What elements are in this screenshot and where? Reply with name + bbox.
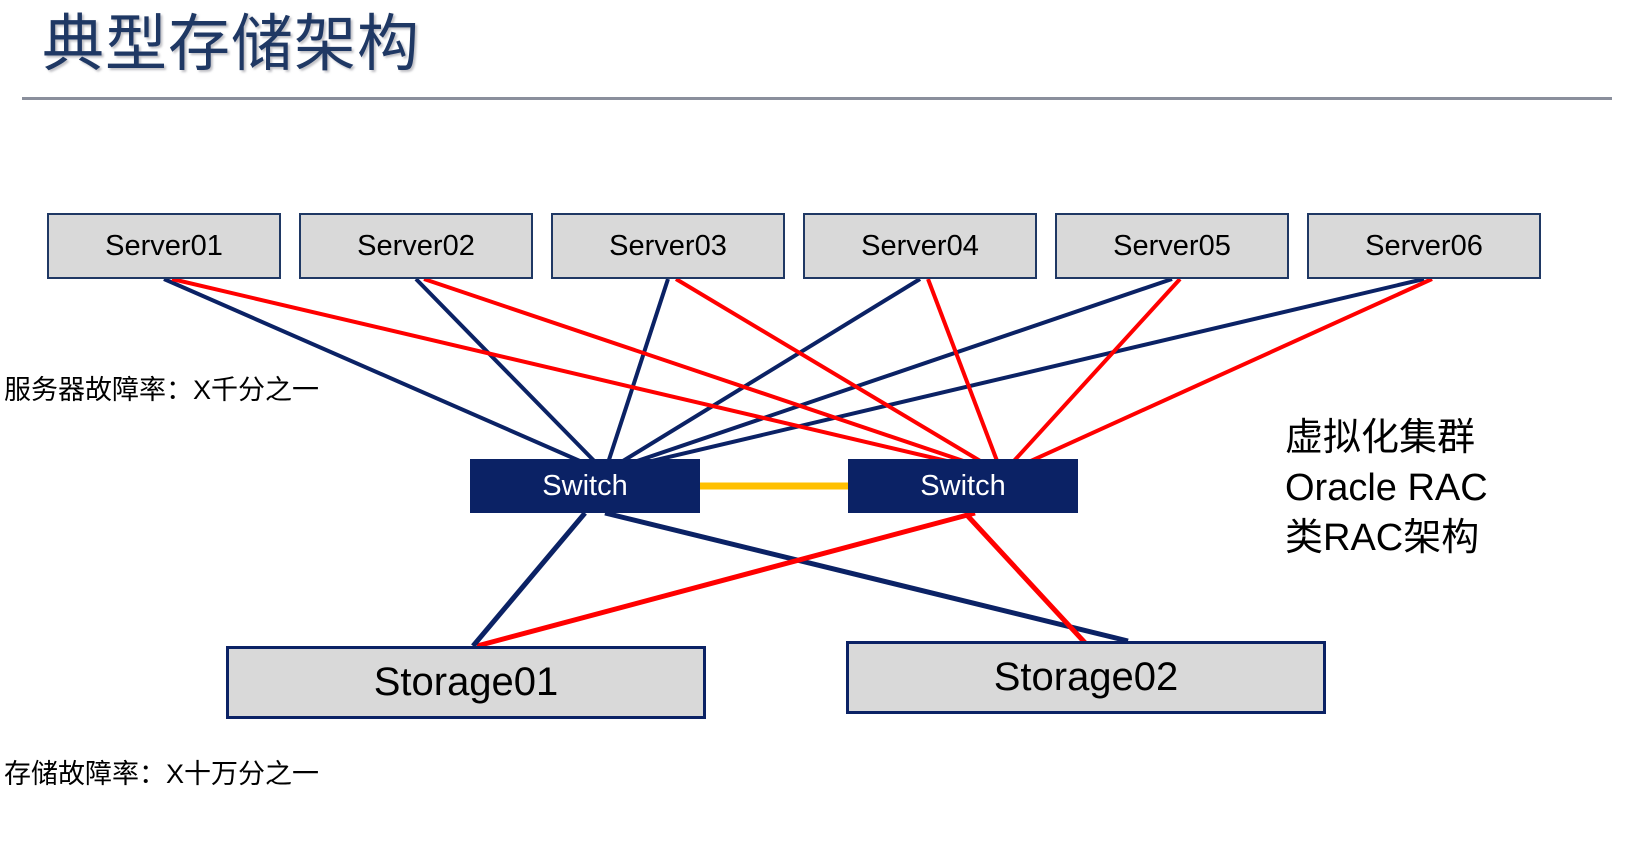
node-storage01[interactable]: Storage01 bbox=[226, 646, 706, 719]
link-server05-to-switch-right bbox=[1000, 277, 1182, 476]
node-server02[interactable]: Server02 bbox=[299, 213, 533, 279]
node-label: Switch bbox=[542, 469, 628, 502]
cluster-note-line-2: Oracle RAC bbox=[1285, 467, 1488, 509]
node-label: Server04 bbox=[861, 229, 979, 262]
node-label: Storage02 bbox=[993, 655, 1179, 699]
link-switch-left-to-storage01 bbox=[471, 511, 587, 648]
link-server02-to-switch-left bbox=[414, 277, 607, 474]
link-server04-to-switch-left bbox=[603, 277, 922, 474]
cluster-note: 虚拟化集群 Oracle RAC 类RAC架构 bbox=[1285, 413, 1535, 563]
node-label: Server05 bbox=[1113, 229, 1231, 262]
node-label: Switch bbox=[920, 469, 1006, 502]
cluster-note-line-3: 类RAC架构 bbox=[1285, 517, 1480, 559]
link-server02-to-switch-right bbox=[423, 277, 1003, 476]
node-label: Server01 bbox=[105, 229, 223, 262]
node-server03[interactable]: Server03 bbox=[551, 213, 785, 279]
link-server03-to-switch-left bbox=[603, 278, 670, 473]
node-storage02[interactable]: Storage02 bbox=[846, 641, 1326, 714]
node-switch-left[interactable]: Switch bbox=[470, 459, 700, 513]
node-server01[interactable]: Server01 bbox=[47, 213, 281, 279]
node-label: Server06 bbox=[1365, 229, 1483, 262]
node-server05[interactable]: Server05 bbox=[1055, 213, 1289, 279]
link-server05-to-switch-left bbox=[604, 277, 1173, 474]
link-server04-to-switch-right bbox=[926, 278, 1004, 475]
link-switch-right-to-storage02 bbox=[963, 511, 1090, 648]
server-failure-rate-label: 服务器故障率：X千分之一 bbox=[4, 375, 320, 405]
node-switch-right[interactable]: Switch bbox=[848, 459, 1078, 513]
node-server06[interactable]: Server06 bbox=[1307, 213, 1541, 279]
title-divider bbox=[22, 97, 1612, 100]
page-title: 典型存储架构 bbox=[42, 10, 421, 79]
cluster-note-line-1: 虚拟化集群 bbox=[1285, 417, 1476, 459]
node-label: Server02 bbox=[357, 229, 475, 262]
link-switch-right-to-storage01 bbox=[476, 510, 976, 649]
link-server03-to-switch-right bbox=[674, 277, 1004, 476]
node-server04[interactable]: Server04 bbox=[803, 213, 1037, 279]
link-switch-left-to-storage02 bbox=[604, 510, 1129, 644]
storage-failure-rate-label: 存储故障率：X十万分之一 bbox=[4, 759, 320, 789]
node-label: Storage01 bbox=[373, 660, 559, 704]
node-label: Server03 bbox=[609, 229, 727, 262]
